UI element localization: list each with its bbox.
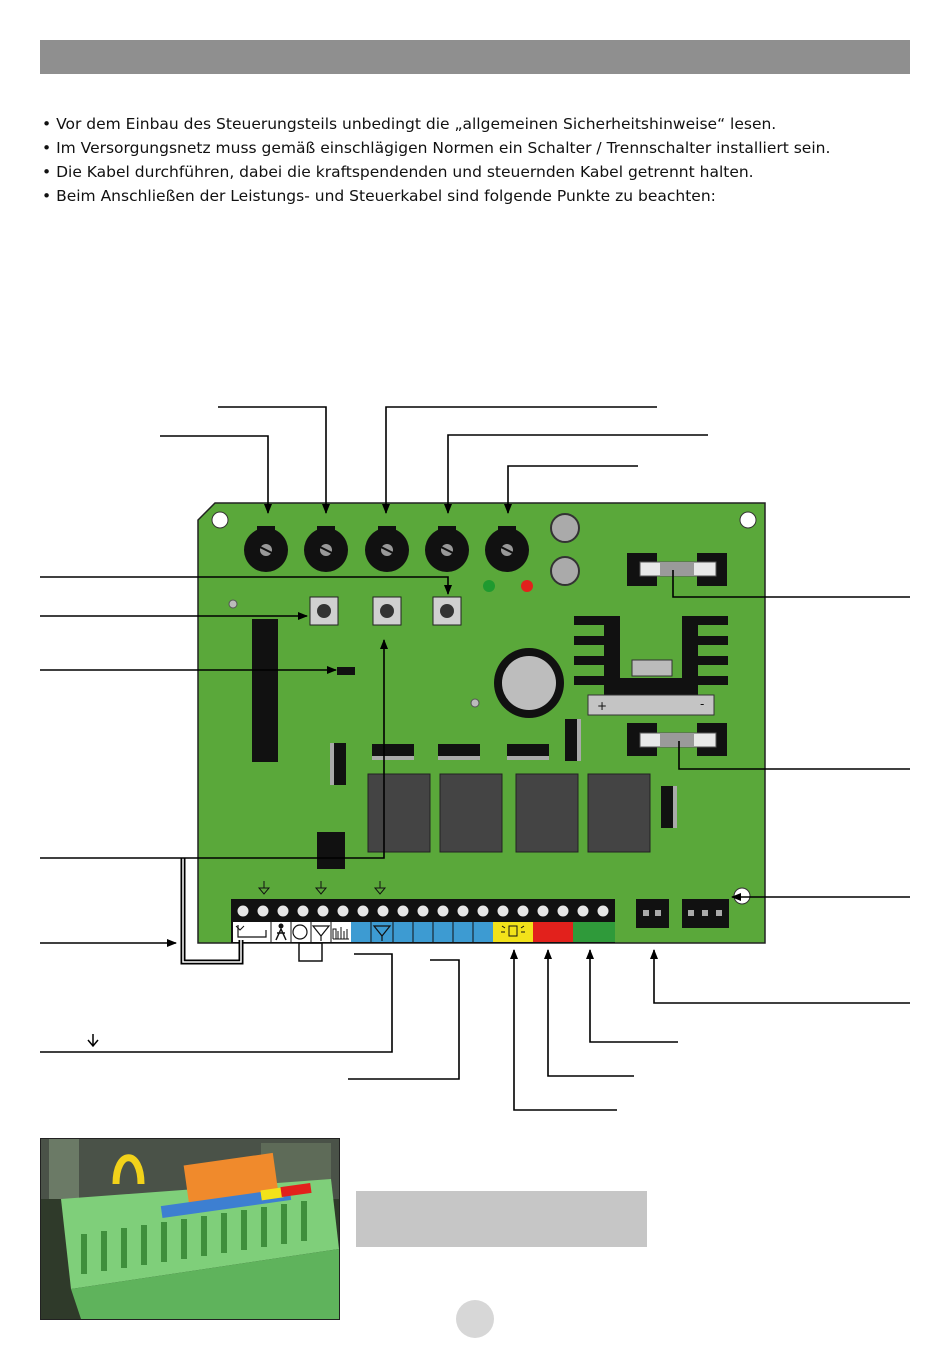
- mounting-hole: [733, 887, 751, 905]
- instruction-item: Die Kabel durchführen, dabei die kraftsp…: [42, 160, 922, 184]
- red-led: [521, 580, 533, 592]
- grey-component: [550, 513, 580, 543]
- small-component: [337, 667, 355, 675]
- microcontroller: [252, 619, 278, 762]
- ground-arrow-marker: [87, 1034, 99, 1048]
- small-chip: [317, 832, 345, 869]
- relays: [367, 773, 651, 853]
- page-number-circle: [456, 1300, 494, 1338]
- leader-lines: [40, 406, 910, 1111]
- fuse-plus-label: +: [597, 699, 607, 713]
- ground-markers: [257, 881, 387, 895]
- jumper-bracket: [298, 942, 323, 962]
- mounting-hole: [739, 511, 757, 529]
- trimmer-potentiometers: [244, 526, 529, 572]
- small-chips: [330, 719, 677, 828]
- instruction-list: Vor dem Einbau des Steuerungsteils unbed…: [42, 112, 922, 208]
- grey-label-box: [356, 1191, 647, 1247]
- connectors: [636, 899, 729, 928]
- terminal-block-photo: [40, 1138, 340, 1320]
- header-bar: [40, 40, 910, 74]
- push-buttons: [309, 596, 462, 626]
- fuse-holder-lower: [627, 723, 727, 756]
- grey-component: [550, 556, 580, 586]
- mounting-hole: [211, 511, 229, 529]
- instruction-item: Im Versorgungsnetz muss gemäß einschlägi…: [42, 136, 922, 160]
- terminal-strip: [231, 899, 615, 943]
- fuse-holder-upper: [627, 553, 727, 586]
- control-board-diagram: + -: [40, 406, 910, 1111]
- test-point: [470, 698, 480, 708]
- instruction-item: Vor dem Einbau des Steuerungsteils unbed…: [42, 112, 922, 136]
- instruction-item: Beim Anschließen der Leistungs- und Steu…: [42, 184, 922, 208]
- green-led: [483, 580, 495, 592]
- test-point: [228, 599, 238, 609]
- fuse-minus-label: -: [700, 697, 704, 711]
- heat-sink: [574, 616, 728, 716]
